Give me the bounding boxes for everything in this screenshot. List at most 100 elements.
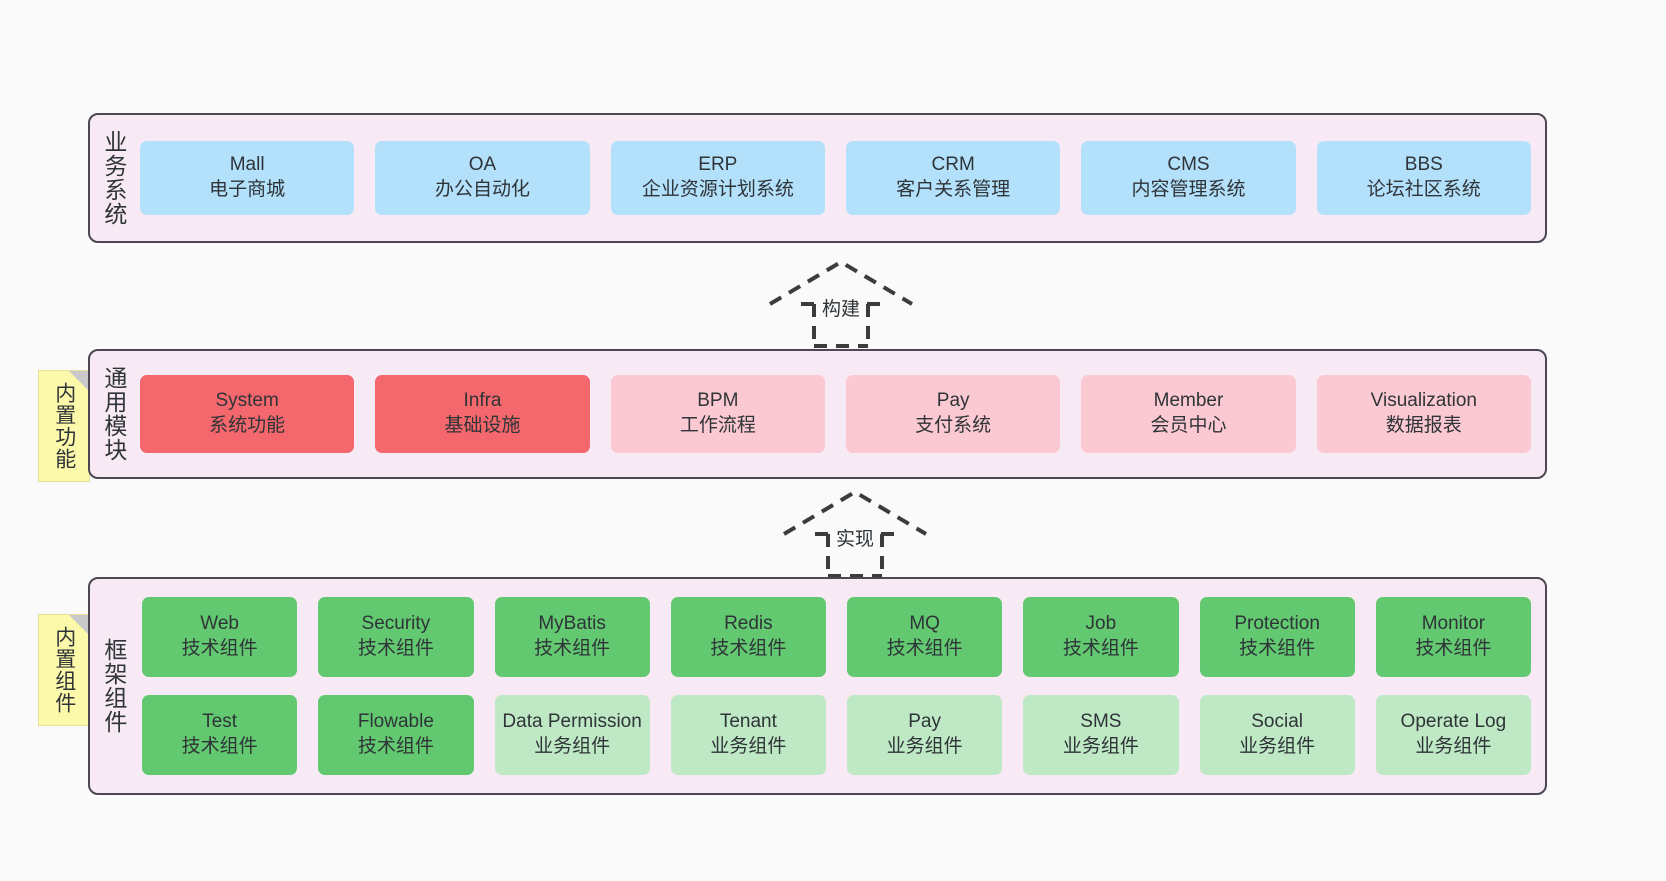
card-title: BBS [1404, 154, 1443, 176]
layer-row: System 系统功能 Infra 基础设施 BPM 工作流程 Pay 支付系统… [140, 375, 1531, 453]
card-title: CMS [1167, 154, 1210, 176]
card-subtitle: 技术组件 [181, 736, 258, 757]
card-mq[interactable]: MQ 技术组件 [847, 597, 1003, 677]
card-subtitle: 技术组件 [886, 638, 963, 659]
card-subtitle: 技术组件 [1239, 638, 1316, 659]
card-pay[interactable]: Pay 支付系统 [845, 375, 1061, 453]
card-title: Tenant [719, 711, 777, 733]
layer-body-business: Mall 电子商城 OA 办公自动化 ERP 企业资源计划系统 CRM 客户关系… [136, 115, 1545, 241]
connector-build-arrow: 构建 [756, 256, 926, 348]
card-subtitle: 业务组件 [1239, 736, 1316, 757]
card-erp[interactable]: ERP 企业资源计划系统 [610, 141, 825, 215]
card-subtitle: 工作流程 [679, 415, 756, 436]
card-data-permission[interactable]: Data Permission 业务组件 [494, 695, 650, 775]
card-title: Visualization [1370, 390, 1477, 412]
card-subtitle: 业务组件 [534, 736, 611, 757]
connector-label-build: 构建 [819, 294, 863, 321]
card-title: Monitor [1421, 613, 1486, 635]
card-title: Social [1251, 711, 1303, 733]
card-title: Infra [463, 390, 502, 412]
card-subtitle: 系统功能 [209, 415, 286, 436]
connector-label-realize: 实现 [833, 524, 877, 551]
card-bpm[interactable]: BPM 工作流程 [610, 375, 825, 453]
card-title: Pay [908, 711, 941, 733]
card-flowable[interactable]: Flowable 技术组件 [318, 695, 474, 775]
card-title: Pay [936, 390, 970, 412]
card-oa[interactable]: OA 办公自动化 [375, 141, 590, 215]
card-subtitle: 技术组件 [357, 736, 434, 757]
card-bbs[interactable]: BBS 论坛社区系统 [1316, 141, 1531, 215]
card-title: MQ [909, 613, 940, 635]
layer-row: Web 技术组件 Security 技术组件 MyBatis 技术组件 Redi… [142, 597, 1531, 677]
card-subtitle: 办公自动化 [434, 179, 530, 200]
card-title: Job [1085, 613, 1117, 635]
card-system[interactable]: System 系统功能 [140, 375, 355, 453]
card-title: Operate Log [1400, 711, 1507, 733]
card-operate-log[interactable]: Operate Log 业务组件 [1375, 695, 1531, 775]
note-text: 内置功能 [52, 382, 76, 470]
card-web[interactable]: Web 技术组件 [142, 597, 298, 677]
card-subtitle: 基础设施 [444, 415, 521, 436]
card-protection[interactable]: Protection 技术组件 [1199, 597, 1355, 677]
card-subtitle: 技术组件 [534, 638, 611, 659]
card-title: Web [200, 613, 239, 635]
card-security[interactable]: Security 技术组件 [318, 597, 474, 677]
card-sms[interactable]: SMS 业务组件 [1023, 695, 1179, 775]
card-title: Data Permission [502, 711, 642, 733]
card-subtitle: 业务组件 [1062, 736, 1139, 757]
card-crm[interactable]: CRM 客户关系管理 [845, 141, 1061, 215]
card-mall[interactable]: Mall 电子商城 [140, 141, 355, 215]
card-subtitle: 技术组件 [181, 638, 258, 659]
card-title: Protection [1234, 613, 1320, 635]
card-title: Mall [229, 154, 265, 176]
card-title: ERP [698, 154, 738, 176]
card-subtitle: 企业资源计划系统 [641, 179, 794, 200]
card-mybatis[interactable]: MyBatis 技术组件 [494, 597, 650, 677]
card-cms[interactable]: CMS 内容管理系统 [1081, 141, 1296, 215]
card-title: Security [361, 613, 431, 635]
dashed-generalization-arrow-icon [768, 259, 914, 348]
card-redis[interactable]: Redis 技术组件 [670, 597, 826, 677]
layer-title-framework: 框架组件 [100, 638, 127, 734]
layer-body-framework: Web 技术组件 Security 技术组件 MyBatis 技术组件 Redi… [136, 579, 1545, 793]
card-title: System [215, 390, 279, 412]
card-test[interactable]: Test 技术组件 [142, 695, 298, 775]
card-infra[interactable]: Infra 基础设施 [375, 375, 590, 453]
card-monitor[interactable]: Monitor 技术组件 [1375, 597, 1531, 677]
layer-row: Mall 电子商城 OA 办公自动化 ERP 企业资源计划系统 CRM 客户关系… [140, 141, 1531, 215]
card-subtitle: 会员中心 [1150, 415, 1227, 436]
dashed-generalization-arrow-icon [782, 489, 928, 578]
card-subtitle: 论坛社区系统 [1366, 179, 1481, 200]
layer-body-common: System 系统功能 Infra 基础设施 BPM 工作流程 Pay 支付系统… [136, 351, 1545, 477]
card-title: CRM [931, 154, 975, 176]
card-member[interactable]: Member 会员中心 [1081, 375, 1296, 453]
note-text: 内置组件 [52, 626, 76, 714]
card-subtitle: 技术组件 [1415, 638, 1492, 659]
card-title: SMS [1080, 711, 1122, 733]
card-visualization[interactable]: Visualization 数据报表 [1316, 375, 1531, 453]
card-job[interactable]: Job 技术组件 [1023, 597, 1179, 677]
card-subtitle: 技术组件 [1062, 638, 1139, 659]
card-title: Flowable [357, 711, 434, 733]
note-fold-corner-icon [69, 615, 89, 635]
connector-realize-arrow: 实现 [770, 486, 940, 578]
layer-row: Test 技术组件 Flowable 技术组件 Data Permission … [142, 695, 1531, 775]
card-subtitle: 电子商城 [209, 179, 286, 200]
card-subtitle: 技术组件 [710, 638, 787, 659]
card-tenant[interactable]: Tenant 业务组件 [670, 695, 826, 775]
note-builtin-features: 内置功能 [38, 370, 90, 482]
card-social[interactable]: Social 业务组件 [1199, 695, 1355, 775]
card-subtitle: 客户关系管理 [896, 179, 1011, 200]
note-fold-corner-icon [69, 371, 89, 391]
card-title: MyBatis [538, 613, 606, 635]
note-builtin-components: 内置组件 [38, 614, 90, 726]
card-subtitle: 支付系统 [915, 415, 992, 436]
card-title: BPM [697, 390, 739, 412]
card-subtitle: 业务组件 [710, 736, 787, 757]
layer-common-modules: 通用模块 System 系统功能 Infra 基础设施 BPM 工作流程 Pay… [88, 349, 1547, 479]
card-subtitle: 业务组件 [886, 736, 963, 757]
card-title: OA [468, 154, 497, 176]
card-subtitle: 数据报表 [1385, 415, 1462, 436]
card-pay-business[interactable]: Pay 业务组件 [847, 695, 1003, 775]
